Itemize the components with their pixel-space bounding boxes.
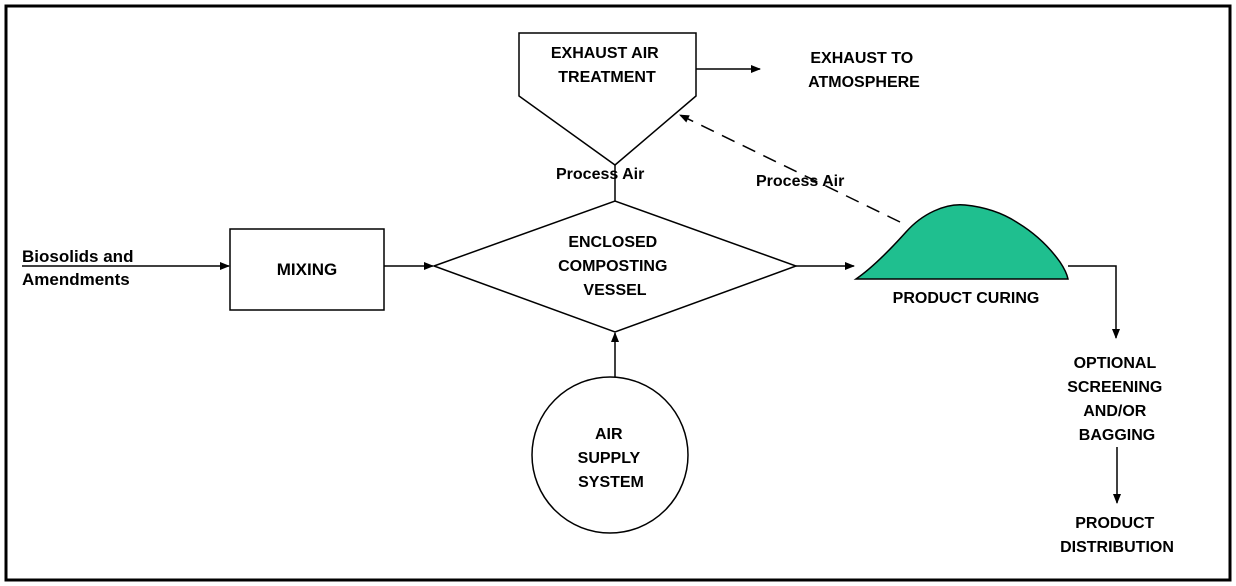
air-supply-line: SYSTEM (578, 474, 644, 491)
mixing-box (229, 228, 385, 311)
air-supply-label: AIR SUPPLY SYSTEM (578, 426, 645, 491)
exhaust-atmosphere-line: EXHAUST TO (810, 50, 913, 67)
exhaust-atmosphere-line: ATMOSPHERE (808, 74, 920, 91)
exhaust-treatment-label: EXHAUST AIR TREATMENT (551, 45, 663, 86)
vessel-label-line: VESSEL (583, 282, 646, 299)
screening-label: OPTIONAL SCREENING AND/OR BAGGING (1067, 355, 1167, 444)
product-curing-pile (853, 204, 1069, 280)
screening-line: AND/OR (1083, 403, 1147, 420)
distribution-label: PRODUCT DISTRIBUTION (1060, 515, 1174, 556)
input-label-line: Amendments (22, 270, 130, 289)
input-label-line: Biosolids and (22, 247, 133, 266)
process-air-label-curing: Process Air (756, 173, 844, 190)
exhaust-air-treatment (518, 32, 697, 166)
exhaust-atmosphere-label: EXHAUST TO ATMOSPHERE (808, 50, 920, 91)
screening-line: OPTIONAL (1074, 355, 1157, 372)
product-curing-label: PRODUCT CURING (893, 290, 1040, 307)
exhaust-treatment-line: EXHAUST AIR (551, 45, 659, 62)
air-supply-line: AIR (595, 426, 623, 443)
screening-line: BAGGING (1079, 427, 1155, 444)
air-supply-system (531, 376, 689, 534)
arrow-curing-to-exhaust-dashed (679, 114, 901, 223)
vessel-label-line: COMPOSTING (558, 258, 667, 275)
screening-line: SCREENING (1067, 379, 1162, 396)
distribution-line: PRODUCT (1075, 515, 1154, 532)
arrow-curing-to-screening (1068, 265, 1120, 339)
air-supply-line: SUPPLY (578, 450, 641, 467)
vessel-label-line: ENCLOSED (568, 234, 657, 251)
distribution-line: DISTRIBUTION (1060, 539, 1174, 556)
exhaust-treatment-line: TREATMENT (558, 69, 656, 86)
diagram-frame (4, 4, 1232, 582)
process-air-label-vessel: Process Air (556, 166, 644, 183)
mixing-label: MIXING (277, 260, 337, 279)
vessel-label: ENCLOSED COMPOSTING VESSEL (558, 234, 672, 299)
